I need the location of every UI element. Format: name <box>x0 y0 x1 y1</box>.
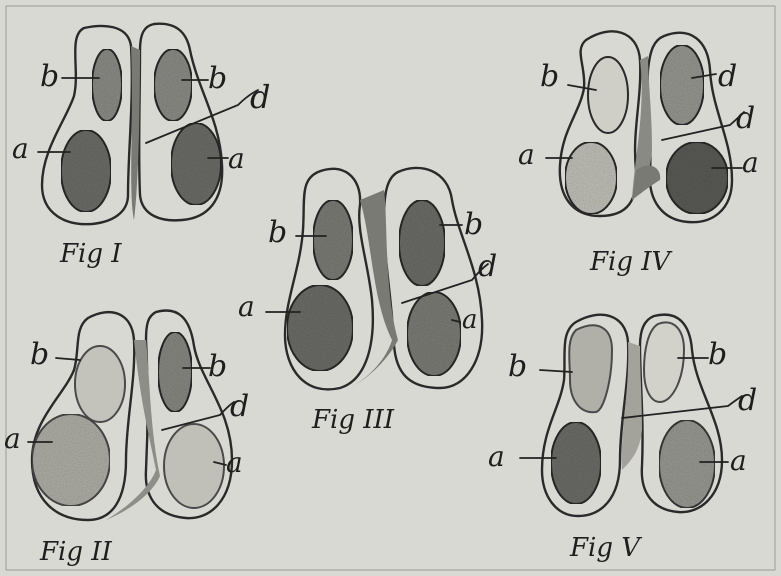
label-d: d <box>718 59 737 94</box>
label-b: b <box>708 337 727 372</box>
label-d: d <box>738 383 757 418</box>
label-b: b <box>208 349 227 384</box>
caption-fig-3: Fig III <box>311 405 395 435</box>
caption-fig-1: Fig I <box>59 239 122 269</box>
label-a: a <box>518 138 535 171</box>
caption-fig-4: Fig IV <box>589 247 673 277</box>
label-a: a <box>226 446 243 479</box>
label-b: b <box>30 337 49 372</box>
label-d: d <box>230 389 249 424</box>
label-b: b <box>540 59 559 94</box>
label-b: b <box>208 61 227 96</box>
label-d: d <box>250 78 270 116</box>
label-a: a <box>730 444 747 477</box>
caption-fig-5: Fig V <box>569 533 642 563</box>
caption-fig-2: Fig II <box>39 537 113 567</box>
label-a: a <box>4 422 21 455</box>
label-d: d <box>478 249 497 284</box>
label-a: a <box>238 290 255 323</box>
label-b: b <box>268 215 287 250</box>
label-d: d <box>736 101 755 136</box>
label-a: a <box>742 146 759 179</box>
label-b: b <box>508 349 527 384</box>
label-b: b <box>464 207 483 242</box>
label-a: a <box>12 132 29 165</box>
label-a: a <box>228 142 245 175</box>
label-a: a <box>488 440 505 473</box>
label-a: a <box>462 305 478 335</box>
label-b: b <box>40 59 59 94</box>
